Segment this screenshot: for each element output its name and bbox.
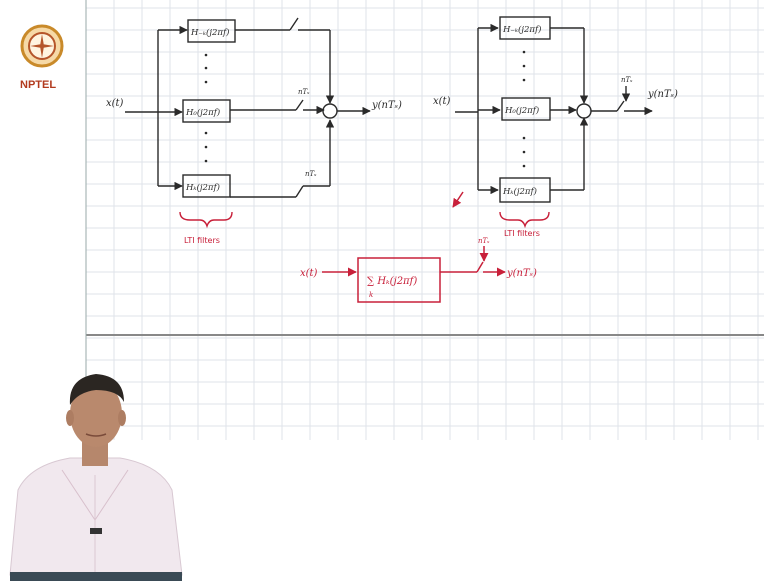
right-filter-label-top: H₋ₖ(j2πf)	[502, 24, 541, 35]
right-filter-label-bot: Hₖ(j2πf)	[502, 186, 537, 197]
left-output-label: y(nTₛ)	[371, 100, 402, 111]
left-brace-label: LTI filters	[184, 236, 220, 245]
right-output-label: y(nTₛ)	[647, 89, 678, 100]
left-brace	[180, 212, 232, 226]
red-output-label: y(nTₛ)	[506, 268, 537, 279]
left-filter-label-mid: H₀(j2πf)	[185, 107, 220, 118]
left-summer	[323, 104, 337, 118]
red-pointer-arrow	[453, 192, 463, 207]
sum-index-label: k	[369, 291, 373, 299]
right-brace-label: LTI filters	[504, 229, 540, 238]
left-input-label: x(t)	[106, 98, 124, 109]
sum-filter-label: ∑ Hₖ(j2πf)	[367, 276, 417, 287]
left-sample-label-mid: nTₛ	[298, 88, 310, 96]
left-filter-bank-diagram	[125, 18, 370, 226]
nptel-logo	[22, 26, 62, 66]
red-input-label: x(t)	[300, 268, 318, 279]
right-sample-label: nTₛ	[621, 76, 633, 84]
left-filter-label-bot: Hₖ(j2πf)	[185, 182, 220, 193]
right-input-label: x(t)	[433, 96, 451, 107]
red-sample-label: nTₛ	[478, 237, 490, 245]
left-sample-label-bot: nTₛ	[305, 170, 317, 178]
right-filter-label-mid: H₀(j2πf)	[504, 105, 539, 116]
right-summer	[577, 104, 591, 118]
right-brace	[500, 212, 549, 226]
presenter-figure	[10, 374, 182, 581]
left-filter-label-top: H₋ₖ(j2πf)	[190, 27, 229, 38]
right-filter-bank-diagram	[455, 17, 652, 226]
logo-caption: NPTEL	[20, 79, 56, 91]
